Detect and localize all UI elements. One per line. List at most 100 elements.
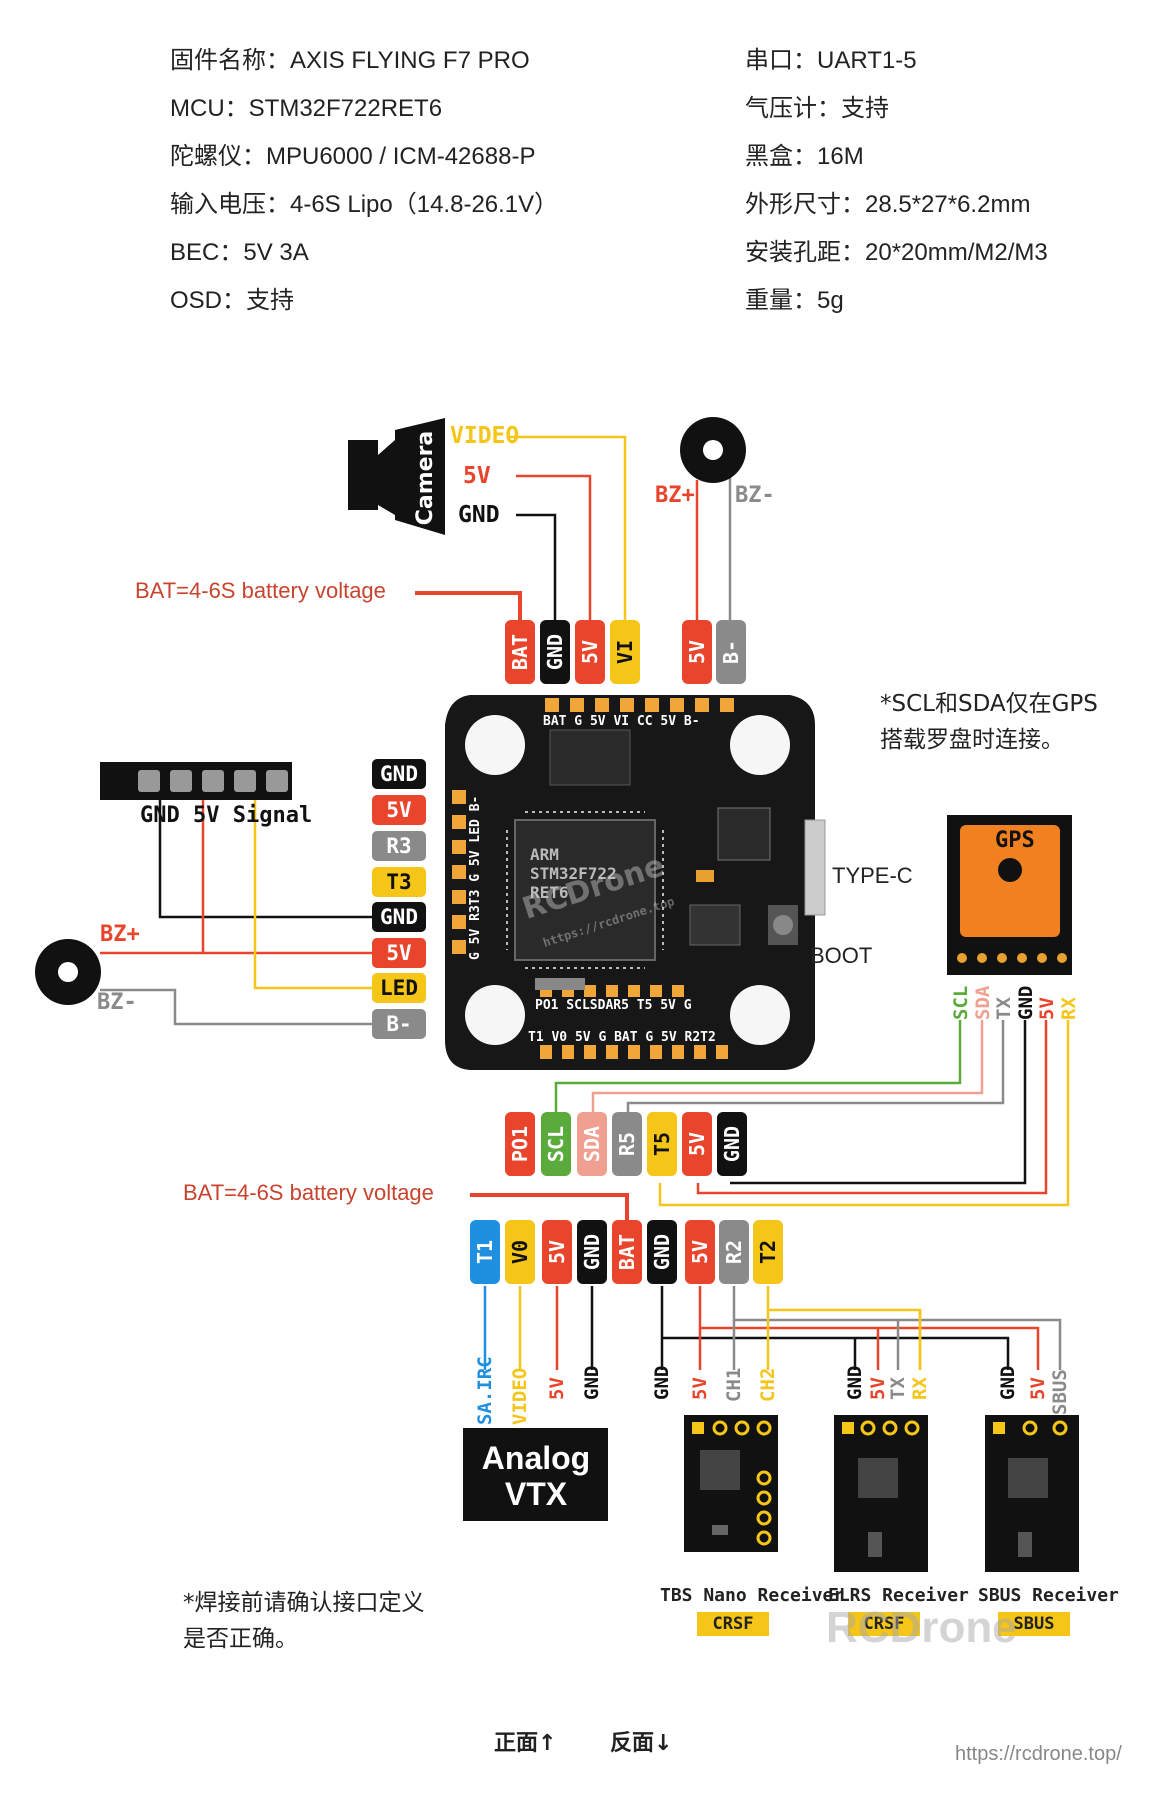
camera-5v-label: 5V: [463, 463, 491, 489]
buzzer-left-minus-label: BZ-: [97, 990, 137, 1015]
footer-front-label: 正面↑: [494, 1731, 557, 1756]
boot-label: BOOT: [810, 943, 873, 968]
spec-voltage: 输入电压：4-6S Lipo（14.8-26.1V）: [170, 191, 559, 218]
vtx-pin-5v: 5V: [546, 1377, 568, 1400]
board-top-silk: BAT G 5V VI CC 5V B-: [543, 714, 700, 729]
gps-title: GPS: [995, 828, 1035, 853]
tbs-receiver-name: TBS Nano Receiver: [660, 1585, 845, 1606]
mid-pad-sda: SDA: [577, 1112, 607, 1176]
bottom-pad-bat: BAT: [612, 1220, 642, 1284]
tbs-protocol-badge: CRSF: [697, 1612, 769, 1636]
sbus-receiver-icon: [985, 1415, 1079, 1572]
footer-watermark: RCDrone: [826, 1603, 1017, 1652]
gps-module-icon: [947, 815, 1072, 975]
footer-url[interactable]: https://rcdrone.top/: [955, 1743, 1122, 1765]
elrs-pin-5v: 5V: [867, 1377, 889, 1400]
top-pad-b-minus: B-: [716, 620, 746, 684]
spec-weight: 重量：5g: [745, 287, 844, 314]
buzzer-left-icon: [35, 939, 101, 1005]
mid-pad-5v: 5V: [682, 1112, 712, 1176]
tbs-pin-ch2: CH2: [757, 1367, 779, 1402]
bat-note-bottom: BAT=4-6S battery voltage: [183, 1180, 434, 1205]
typec-label: TYPE-C: [832, 863, 913, 888]
tbs-pin-ch1: CH1: [723, 1367, 745, 1402]
gps-pin-tx: TX: [993, 997, 1015, 1020]
sbus-pin-sbus: SBUS: [1049, 1369, 1071, 1415]
camera-label: Camera: [413, 431, 438, 526]
elrs-pin-rx: RX: [909, 1377, 931, 1400]
mid-pad-scl: SCL: [541, 1112, 571, 1176]
sbus-pin-5v: 5V: [1027, 1377, 1049, 1400]
left-pad-r3: R3: [372, 831, 426, 861]
buzzer-top-icon: [680, 417, 746, 483]
vtx-title: Analog VTX: [481, 1440, 591, 1512]
analog-vtx-icon: [463, 1428, 608, 1521]
tbs-pin-gnd: GND: [651, 1365, 673, 1400]
elrs-protocol-badge: CRSF: [848, 1612, 920, 1636]
tbs-receiver-icon: [684, 1415, 778, 1552]
top-pad-gnd: GND: [540, 620, 570, 684]
bottom-pad-rx-gnd: GND: [647, 1220, 677, 1284]
top-pad-buzzer-5v: 5V: [682, 620, 712, 684]
elrs-receiver-name: ELRS Receiver: [828, 1585, 969, 1606]
mid-pad-r5: R5: [612, 1112, 642, 1176]
gps-note-line1: *SCL和SDA仅在GPS: [880, 691, 1098, 717]
camera-icon: [348, 418, 445, 535]
buzzer-top-minus-label: BZ-: [735, 483, 775, 508]
bottom-pad-r2: R2: [719, 1220, 749, 1284]
tbs-pin-5v: 5V: [689, 1377, 711, 1400]
top-pad-5v: 5V: [575, 620, 605, 684]
vtx-pin-sairc: SA.IRC: [474, 1356, 496, 1425]
sbus-protocol-badge: SBUS: [998, 1612, 1070, 1636]
bottom-pad-5v: 5V: [542, 1220, 572, 1284]
spec-gyro: 陀螺仪：MPU6000 / ICM-42688-P: [170, 143, 536, 170]
gps-pin-sda: SDA: [972, 985, 994, 1020]
bottom-pad-t2: T2: [753, 1220, 783, 1284]
solder-note-line2: 是否正确。: [183, 1626, 298, 1652]
spec-mount: 安装孔距：20*20mm/M2/M3: [745, 239, 1048, 266]
board-mcu-label: ARM STM32F722 RET6: [530, 845, 617, 902]
left-pad-t3: T3: [372, 867, 426, 897]
sbus-pin-gnd: GND: [997, 1365, 1019, 1400]
bottom-pad-gnd: GND: [577, 1220, 607, 1284]
spec-blackbox: 黑盒：16M: [745, 143, 864, 170]
left-pad-gnd: GND: [372, 759, 426, 789]
buzzer-left-plus-label: BZ+: [100, 922, 140, 947]
top-pad-vi: VI: [610, 620, 640, 684]
gps-pin-rx: RX: [1058, 997, 1080, 1020]
sbus-receiver-name: SBUS Receiver: [978, 1585, 1119, 1606]
bottom-pad-v0: V0: [505, 1220, 535, 1284]
board-bottom-silk2: T1 V0 5V G BAT G 5V R2T2: [528, 1030, 716, 1045]
elrs-pin-tx: TX: [887, 1377, 909, 1400]
led-strip-icon: [100, 762, 292, 800]
bottom-pad-rx-5v: 5V: [685, 1220, 715, 1284]
camera-gnd-label: GND: [458, 502, 500, 528]
board-side-silk: G 5V R3T3 G 5V LED B-: [468, 795, 483, 960]
buzzer-top-plus-label: BZ+: [655, 483, 695, 508]
bottom-pad-t1: T1: [470, 1220, 500, 1284]
mid-pad-gnd: GND: [717, 1112, 747, 1176]
solder-note: *焊接前请确认接口定义 是否正确。: [183, 1585, 425, 1657]
elrs-pin-gnd: GND: [844, 1365, 866, 1400]
bat-note-top: BAT=4-6S battery voltage: [135, 578, 386, 603]
gps-pin-5v: 5V: [1036, 997, 1058, 1020]
spec-bec: BEC：5V 3A: [170, 239, 309, 266]
mid-pad-t5: T5: [647, 1112, 677, 1176]
spec-uart: 串口：UART1-5: [745, 47, 917, 74]
led-strip-label: GND 5V Signal: [140, 803, 313, 828]
gps-note-line2: 搭载罗盘时连接。: [880, 727, 1064, 753]
camera-video-label: VIDEO: [450, 423, 520, 449]
vtx-pin-gnd: GND: [581, 1365, 603, 1400]
spec-baro: 气压计：支持: [745, 95, 889, 122]
top-pad-bat: BAT: [505, 620, 535, 684]
solder-note-line1: *焊接前请确认接口定义: [183, 1590, 425, 1616]
left-pad-5v: 5V: [372, 795, 426, 825]
gps-note: *SCL和SDA仅在GPS 搭载罗盘时连接。: [880, 686, 1098, 758]
spec-size: 外形尺寸：28.5*27*6.2mm: [745, 191, 1031, 218]
left-pad-b-minus: B-: [372, 1009, 426, 1039]
left-pad-led-5v: 5V: [372, 938, 426, 968]
spec-osd: OSD：支持: [170, 287, 295, 314]
elrs-receiver-icon: [834, 1415, 928, 1572]
left-pad-led-gnd: GND: [372, 902, 426, 932]
